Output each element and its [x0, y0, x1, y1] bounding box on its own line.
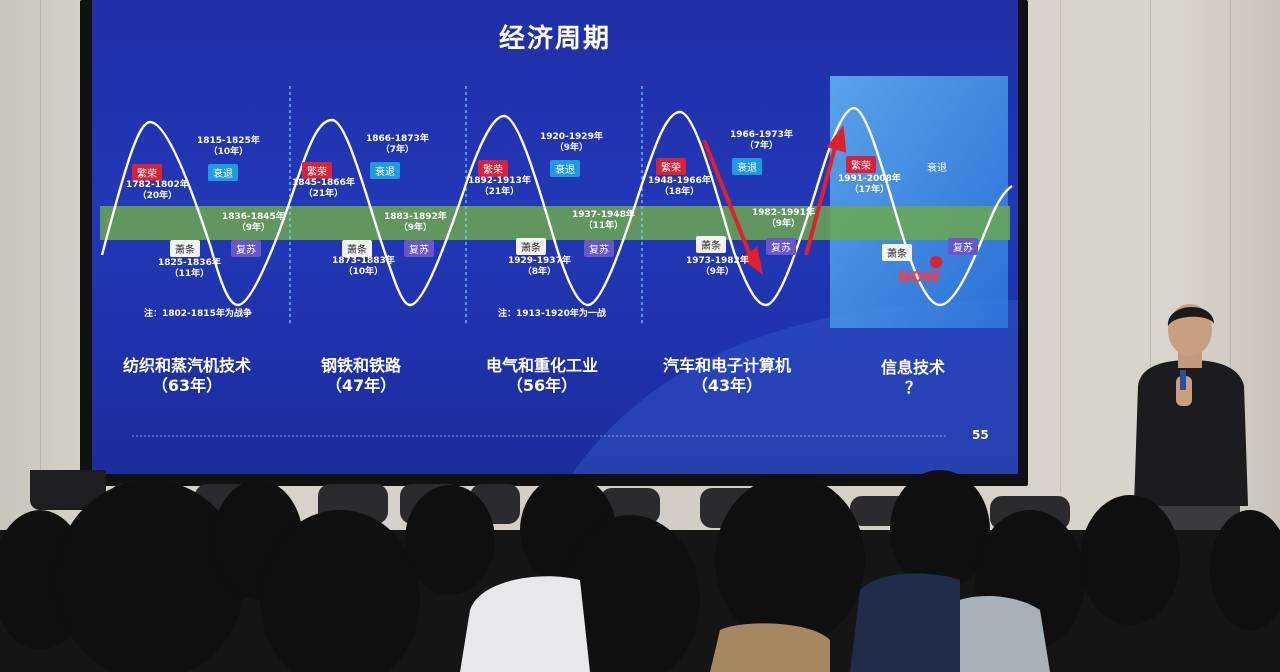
- now-label: NOW: [898, 268, 940, 286]
- recovery-period: 1982-1991年（9年）: [752, 208, 815, 229]
- green-band: [100, 206, 1010, 240]
- cycle-wave: [100, 106, 1013, 307]
- depression-period: 1973-1982年（9年）: [686, 256, 749, 277]
- boom-tag: 繁荣: [132, 164, 162, 181]
- boom-tag: 繁荣: [302, 162, 332, 179]
- recession-period: 1966-1973年（7年）: [730, 130, 793, 151]
- current-era-highlight: [830, 76, 1008, 328]
- recession-tag: 衰退: [550, 160, 580, 177]
- recovery-tag: 复苏: [948, 238, 978, 255]
- boom-tag: 繁荣: [846, 156, 876, 173]
- recession-tag: 衰退: [927, 163, 947, 174]
- era-dividers: [289, 86, 643, 325]
- boom-period: 1948-1966年（18年）: [648, 176, 711, 197]
- boom-tag: 繁荣: [656, 158, 686, 175]
- recession-tag: 衰退: [370, 162, 400, 179]
- recovery-period: 1836-1845年（9年）: [222, 212, 285, 233]
- boom-period: 1782-1802年（20年）: [126, 180, 189, 201]
- recovery-period: 1883-1892年（9年）: [384, 212, 447, 233]
- depression-tag: 萧条: [170, 240, 200, 257]
- boom-tag: 繁荣: [478, 160, 508, 177]
- recession-period: 1866-1873年（7年）: [366, 134, 429, 155]
- recession-tag: 衰退: [208, 164, 238, 181]
- recovery-tag: 复苏: [404, 240, 434, 257]
- depression-tag: 萧条: [342, 240, 372, 257]
- slide-title: 经济周期: [498, 24, 611, 54]
- era-name: 汽车和电子计算机（43年）: [662, 356, 791, 395]
- depression-tag: 萧条: [516, 238, 546, 255]
- era-name: 纺织和蒸汽机技术（63年）: [122, 356, 251, 395]
- now-marker: [930, 256, 942, 268]
- era-note: 注：1913-1920年为一战: [498, 309, 606, 319]
- audience: [0, 470, 1280, 672]
- slide-wave-decoration: [572, 300, 1018, 474]
- depression-period: 1873-1883年（10年）: [332, 256, 395, 277]
- slide: 经济周期 繁荣 1782-1802年（20年） 1815-1825年（10年） …: [92, 0, 1018, 474]
- recession-period: 1920-1929年（9年）: [540, 132, 603, 153]
- recession-period: 1815-1825年（10年）: [197, 136, 260, 157]
- depression-period: 1929-1937年（8年）: [508, 256, 571, 277]
- recession-tag: 衰退: [732, 158, 762, 175]
- slide-graphics: [100, 76, 1018, 474]
- era-name: 钢铁和铁路（47年）: [320, 356, 401, 395]
- trend-arrows: [702, 124, 847, 275]
- era-note: 注：1802-1815年为战争: [144, 309, 252, 319]
- depression-tag: 萧条: [882, 244, 912, 261]
- depression-period: 1825-1836年（11年）: [158, 258, 221, 279]
- recovery-period: 1937-1948年（11年）: [572, 210, 635, 231]
- boom-period: 1845-1866年（21年）: [292, 178, 355, 199]
- recovery-tag: 复苏: [231, 240, 261, 257]
- page-number: 55: [972, 428, 989, 442]
- era-name: 信息技术？: [880, 358, 945, 397]
- era-name: 电气和重化工业（56年）: [485, 356, 598, 395]
- boom-period: 1991-2008年（17年）: [838, 174, 901, 195]
- recovery-tag: 复苏: [766, 238, 796, 255]
- depression-tag: 萧条: [696, 236, 726, 253]
- boom-period: 1892-1913年（21年）: [468, 176, 531, 197]
- recovery-tag: 复苏: [584, 240, 614, 257]
